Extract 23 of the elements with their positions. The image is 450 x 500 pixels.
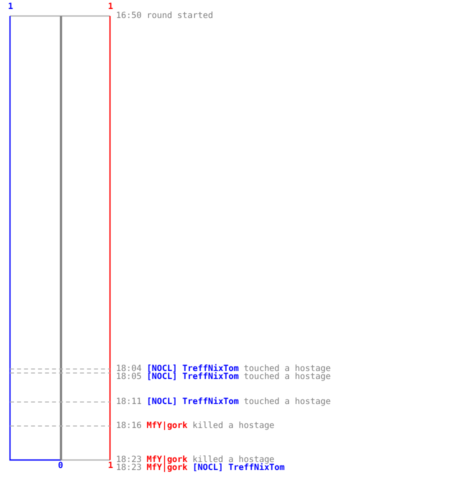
- player-name: [NOCL] TreffNixTom: [192, 464, 285, 473]
- event-text: touched a hostage: [244, 398, 331, 407]
- timestamp: 18:16: [116, 422, 142, 431]
- event-text: killed a hostage: [192, 456, 274, 465]
- timestamp: 18:05: [116, 373, 142, 382]
- timestamp: 18:23: [116, 456, 142, 465]
- event-text: round started: [146, 12, 214, 21]
- event-text: touched a hostage: [244, 373, 331, 382]
- player-name: MfY|gork: [146, 456, 188, 465]
- score-number: 1: [8, 3, 14, 12]
- score-number: 1: [108, 462, 114, 471]
- timestamp: 18:23: [116, 464, 142, 473]
- event-text: touched a hostage: [244, 365, 331, 374]
- timestamp: 16:50: [116, 12, 142, 21]
- player-name: MfY|gork: [146, 464, 188, 473]
- player-name: MfY|gork: [146, 422, 188, 431]
- score-number: 1: [108, 3, 114, 12]
- player-name: [NOCL] TreffNixTom: [146, 398, 239, 407]
- score-number: 0: [58, 462, 64, 471]
- player-name: [NOCL] TreffNixTom: [146, 373, 239, 382]
- timestamp: 18:04: [116, 365, 142, 374]
- event-text: killed a hostage: [192, 422, 274, 431]
- timestamp: 18:11: [116, 398, 142, 407]
